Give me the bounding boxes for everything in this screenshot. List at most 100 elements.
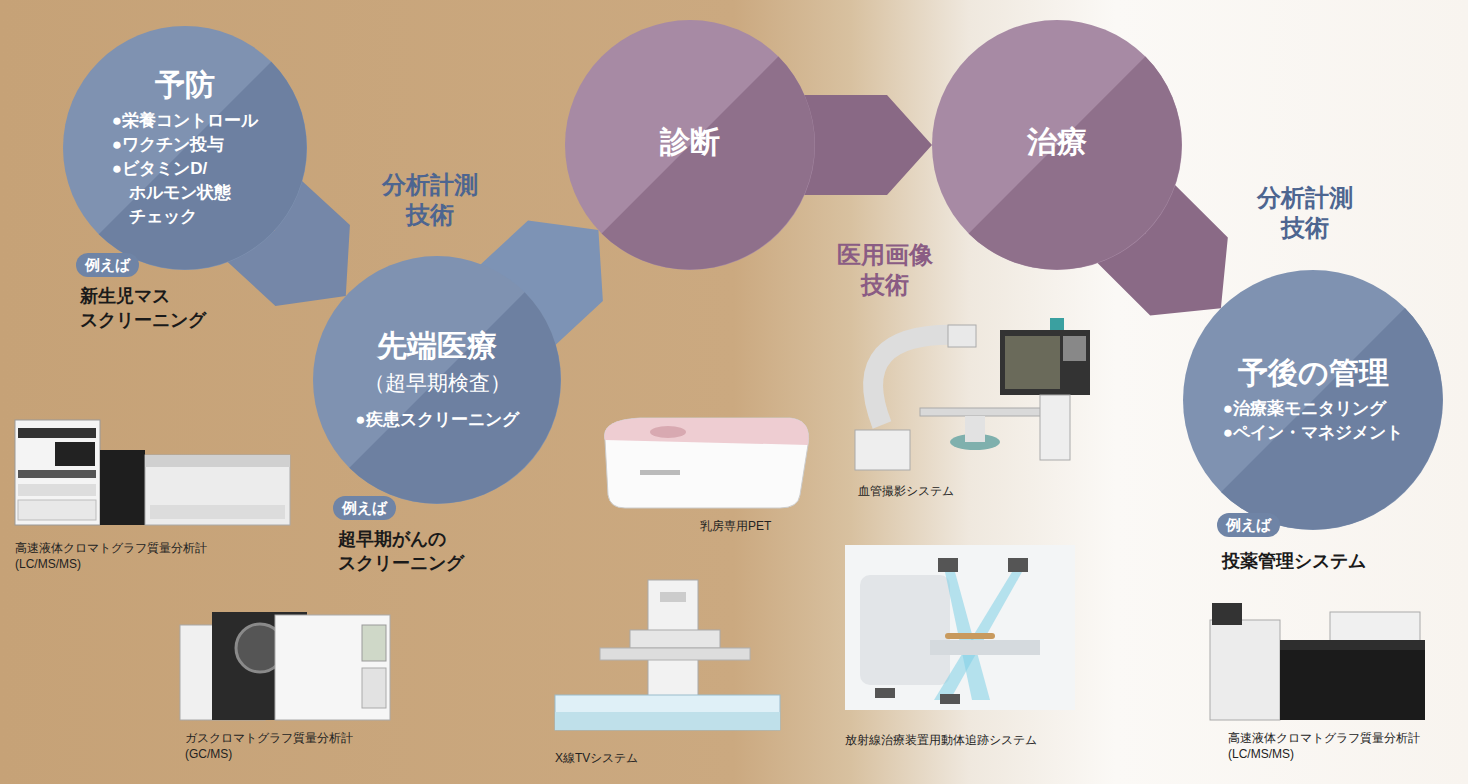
angiography: [920, 408, 1045, 416]
example-tag-text: 例えば: [1226, 515, 1271, 535]
example-tag: 例えば: [76, 253, 139, 277]
gcms: [362, 625, 386, 661]
circle-content: 診断: [660, 124, 720, 166]
angiography: [1063, 336, 1086, 361]
xray-tv: [630, 630, 720, 648]
example-text: 超早期がんの スクリーニング: [338, 527, 508, 576]
bullet-item: ●治療薬モニタリング: [1223, 397, 1386, 421]
lcmsms-left: [150, 505, 285, 519]
breast-pet: [604, 418, 808, 445]
radiotherapy-tracking: [1008, 558, 1028, 572]
angiography: [855, 430, 910, 470]
bullet-item: ●疾患スクリーニング: [355, 408, 518, 432]
bullet-item: ●ワクチン投与: [112, 133, 224, 157]
circle-content: 予防 ●栄養コントロール●ワクチン投与●ビタミンD/ ホルモン状態 チェック: [112, 67, 258, 229]
angiography: [1000, 330, 1090, 395]
stage-subtitle: （超早期検査）: [364, 370, 511, 396]
example-tag: 例えば: [1217, 513, 1280, 537]
radiotherapy-tracking: [845, 545, 1075, 710]
example-tag-text: 例えば: [85, 255, 130, 275]
angiography: [855, 318, 1090, 470]
radiotherapy-tracking: [845, 545, 1075, 710]
lcmsms-left: [145, 455, 290, 525]
stage-title: 先端医療: [377, 328, 497, 364]
technology-label: 分析計測 技術: [380, 170, 480, 230]
stage-circle: 治療: [932, 20, 1182, 270]
product-caption: 放射線治療装置用動体追跡システム: [845, 733, 1105, 749]
example-text: 新生児マス スクリーニング: [80, 284, 230, 333]
breast-pet: [640, 470, 680, 475]
radiotherapy-tracking: [940, 694, 960, 704]
bullet-list: ●治療薬モニタリング●ペイン・マネジメント: [1223, 397, 1403, 445]
lcmsms-right: [1330, 612, 1420, 642]
stage-circle: 予後の管理 ●治療薬モニタリング●ペイン・マネジメント: [1183, 270, 1443, 530]
circle-shade: [99, 62, 307, 270]
radiotherapy-tracking: [934, 572, 1022, 700]
bullet-item: ●栄養コントロール: [112, 109, 258, 133]
xray-tv: [555, 580, 780, 730]
lcmsms-left: [55, 442, 95, 466]
radiotherapy-tracking: [860, 575, 950, 685]
bullet-item: ●ビタミンD/ ホルモン状態 チェック: [112, 157, 254, 229]
circle-shade: [349, 292, 560, 503]
lcmsms-right: [1210, 603, 1425, 720]
circle-shape: [932, 20, 1182, 270]
lcmsms-left: [15, 420, 290, 525]
stage-circle: 診断: [565, 20, 815, 270]
example-text: 投薬管理システム: [1222, 549, 1422, 573]
stage-circle: 先端医療 （超早期検査） ●疾患スクリーニング: [313, 256, 561, 504]
lcmsms-left: [18, 500, 96, 520]
product-caption: 乳房専用PET: [700, 519, 820, 535]
product-caption: 高速液体クロマトグラフ質量分析計 (LC/MS/MS): [15, 541, 245, 572]
circle-shape: [565, 20, 815, 270]
stage-title: 治療: [1027, 124, 1087, 160]
circle-shade: [602, 57, 815, 270]
lcmsms-left: [100, 450, 145, 525]
lcmsms-left: [18, 484, 96, 496]
circle-shape: [313, 256, 561, 504]
lcmsms-left: [15, 420, 100, 525]
gcms: [362, 668, 386, 708]
circle-content: 治療: [1027, 124, 1087, 166]
product-caption: ガスクロマトグラフ質量分析計 (GC/MS): [185, 731, 385, 762]
lcmsms-right: [1280, 640, 1425, 720]
circle-content: 先端医療 （超早期検査） ●疾患スクリーニング: [355, 328, 518, 432]
xray-tv: [660, 592, 686, 602]
radiotherapy-tracking: [930, 640, 1040, 655]
bullet-item: ●ペイン・マネジメント: [1223, 421, 1403, 445]
bullet-list: ●疾患スクリーニング: [355, 408, 518, 432]
lcmsms-right: [1280, 640, 1425, 650]
technology-label: 分析計測 技術: [1255, 183, 1355, 243]
angiography: [948, 325, 976, 347]
product-caption: X線TVシステム: [555, 751, 705, 767]
lcmsms-left: [18, 428, 96, 438]
lcmsms-right: [1212, 603, 1242, 625]
angiography: [965, 416, 985, 442]
stage-title: 予後の管理: [1238, 355, 1389, 391]
example-tag: 例えば: [333, 496, 396, 520]
technology-label: 医用画像 技術: [833, 240, 937, 300]
gcms: [275, 615, 390, 720]
stage-title: 診断: [660, 124, 720, 160]
breast-pet: [604, 418, 808, 508]
circle-shade: [969, 57, 1182, 270]
breast-pet: [604, 418, 808, 508]
bullet-list: ●栄養コントロール●ワクチン投与●ビタミンD/ ホルモン状態 チェック: [112, 109, 258, 229]
radiotherapy-tracking: [945, 633, 995, 639]
circle-shade: [1221, 308, 1443, 530]
xray-tv: [600, 648, 750, 660]
xray-tv: [555, 712, 780, 730]
angiography: [1040, 395, 1070, 460]
angiography: [1005, 336, 1060, 389]
breast-pet: [650, 426, 686, 438]
circle-shape: [63, 26, 307, 270]
lcmsms-right: [1210, 620, 1280, 720]
angiography: [1050, 318, 1064, 330]
stage-circle: 予防 ●栄養コントロール●ワクチン投与●ビタミンD/ ホルモン状態 チェック: [63, 26, 307, 270]
circle-content: 予後の管理 ●治療薬モニタリング●ペイン・マネジメント: [1223, 355, 1403, 445]
product-caption: 高速液体クロマトグラフ質量分析計 (LC/MS/MS): [1228, 731, 1458, 762]
stage-title: 予防: [155, 67, 215, 103]
